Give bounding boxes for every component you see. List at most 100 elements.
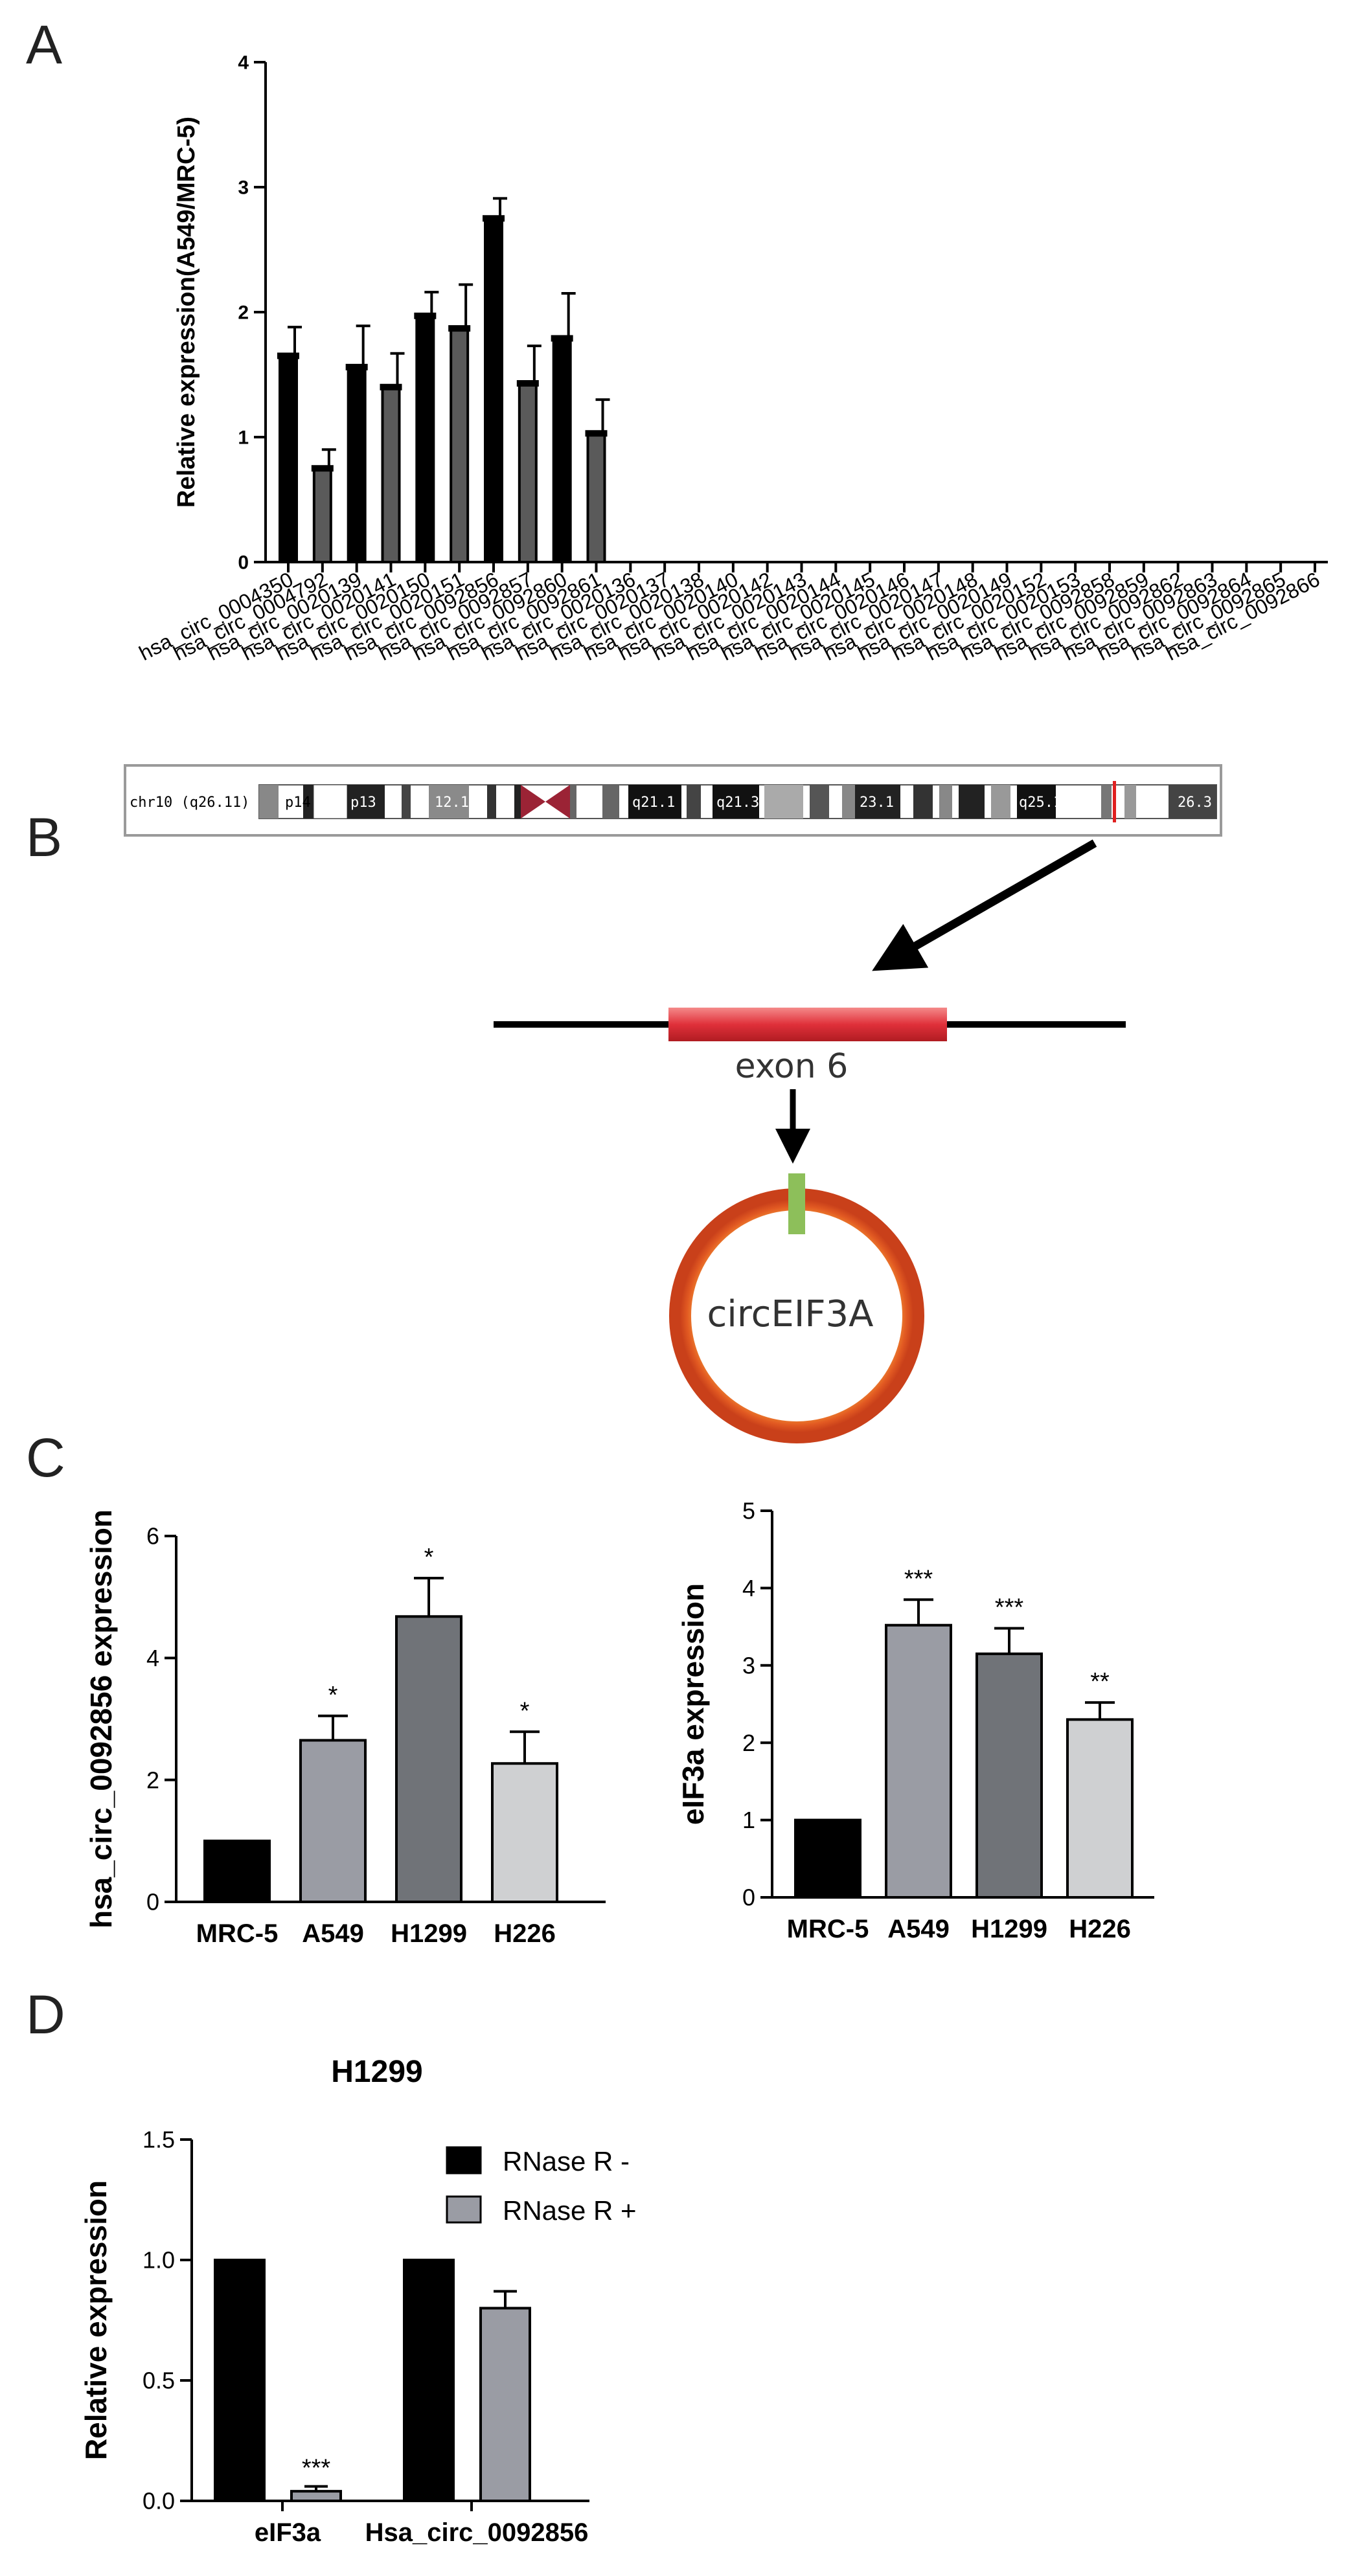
- x-tick-label: A549: [302, 1919, 364, 1948]
- ideogram-band: [713, 785, 759, 819]
- chart-title: H1299: [331, 2055, 422, 2089]
- bar: [299, 1739, 367, 1903]
- exon-block: [668, 1008, 947, 1041]
- bar: [381, 385, 401, 563]
- y-tick-label: 3: [238, 177, 249, 199]
- significance-label: ***: [302, 2455, 331, 2482]
- significance-label: *: [424, 1544, 434, 1571]
- legend-swatch: [446, 2195, 482, 2224]
- y-tick-label: 4: [742, 1575, 755, 1601]
- bar: [491, 1762, 558, 1904]
- ideogram-band: [602, 785, 619, 819]
- bar: [484, 217, 503, 563]
- x-tick-label: H1299: [971, 1915, 1047, 1943]
- panel-label-a: A: [26, 14, 62, 75]
- bar: [479, 2307, 531, 2502]
- bar: [279, 354, 298, 563]
- ideogram-band: [1017, 785, 1056, 819]
- y-axis-label: eIF3a expression: [676, 1583, 710, 1825]
- chromosome-ideogram: p14 p13 12.1 q21.1 q21.3 23.1 q25.1 26.3: [258, 781, 1217, 822]
- y-tick-label: 4: [146, 1645, 159, 1671]
- ideogram-band: [959, 785, 985, 819]
- x-tick-label: H226: [494, 1919, 556, 1948]
- y-tick-label: 2: [238, 302, 249, 324]
- y-tick-label: 1: [238, 427, 249, 449]
- ideogram-band: [687, 785, 701, 819]
- y-tick-label: 1.5: [143, 2127, 175, 2153]
- y-tick-label: 2: [146, 1767, 159, 1793]
- ideogram-band: [303, 785, 314, 819]
- bar: [214, 2259, 266, 2502]
- ideogram-band: [855, 785, 900, 819]
- bar: [586, 432, 606, 564]
- x-tick-label: MRC-5: [787, 1915, 869, 1943]
- ideogram-band: [1169, 785, 1216, 819]
- ideogram-band: [913, 785, 933, 819]
- ideogram-band: [313, 784, 348, 819]
- circrna-label: circEIF3A: [707, 1293, 874, 1335]
- y-axis-label: hsa_circ_0092856 expression: [84, 1509, 118, 1928]
- bar: [415, 314, 435, 563]
- centromere-left: [521, 785, 545, 819]
- band-label: p13: [350, 795, 376, 811]
- ideogram-band: [402, 785, 411, 819]
- x-tick-label: H1299: [391, 1919, 467, 1948]
- bar: [347, 365, 367, 563]
- bar: [203, 1839, 271, 1903]
- significance-label: *: [328, 1682, 338, 1709]
- panel-label-c: C: [26, 1427, 65, 1488]
- panel-label-b: B: [26, 807, 62, 868]
- legend-label: RNase R -: [503, 2146, 630, 2176]
- band-label: q21.3: [716, 795, 759, 811]
- y-axis-label: Relative expression: [79, 2180, 113, 2460]
- y-tick-label: 6: [146, 1523, 159, 1550]
- significance-label: *: [520, 1697, 530, 1724]
- y-tick-label: 1: [742, 1807, 755, 1833]
- bar: [395, 1615, 462, 1904]
- exon-label: exon 6: [735, 1047, 849, 1086]
- band-label: q25.1: [1019, 795, 1062, 811]
- ideogram-band: [939, 785, 952, 819]
- ideogram-band: [429, 785, 469, 819]
- y-tick-label: 3: [742, 1652, 755, 1678]
- arrow-to-gene: [872, 839, 1097, 971]
- bar: [794, 1818, 861, 1899]
- x-tick-label: eIF3a: [255, 2518, 321, 2547]
- x-tick-label: H226: [1069, 1915, 1131, 1943]
- band-label: q21.1: [632, 795, 675, 811]
- significance-label: ***: [904, 1565, 933, 1592]
- ideogram-band: [628, 785, 681, 819]
- significance-label: **: [1090, 1668, 1110, 1695]
- ideogram-band: [570, 785, 576, 819]
- ideogram-band: [487, 785, 496, 819]
- y-tick-label: 5: [742, 1498, 755, 1524]
- chromosome-label: chr10 (q26.11): [130, 795, 249, 811]
- ideogram-band: [764, 785, 803, 819]
- diagram-b: chr10 (q26.11): [124, 764, 1222, 1443]
- band-label: 23.1: [860, 795, 894, 811]
- band-label: p14: [285, 795, 311, 811]
- panel-label-d: D: [26, 1984, 65, 2045]
- ideogram-band: [842, 785, 855, 819]
- band-label: 26.3: [1178, 795, 1212, 811]
- y-tick-label: 0: [146, 1889, 159, 1915]
- band-label: 12.1: [435, 795, 469, 811]
- ideogram-band: [991, 785, 1010, 819]
- bar: [975, 1652, 1043, 1899]
- y-tick-label: 2: [742, 1730, 755, 1756]
- junction-marker: [788, 1173, 805, 1234]
- legend-label: RNase R +: [503, 2195, 637, 2226]
- bar: [290, 2490, 342, 2503]
- ideogram-band: [1101, 785, 1112, 819]
- significance-label: ***: [995, 1594, 1024, 1621]
- y-tick-label: 1.0: [143, 2247, 175, 2274]
- bar: [518, 382, 538, 563]
- y-tick-label: 0: [238, 552, 249, 574]
- bar: [450, 327, 470, 563]
- x-tick-label: A549: [887, 1915, 950, 1943]
